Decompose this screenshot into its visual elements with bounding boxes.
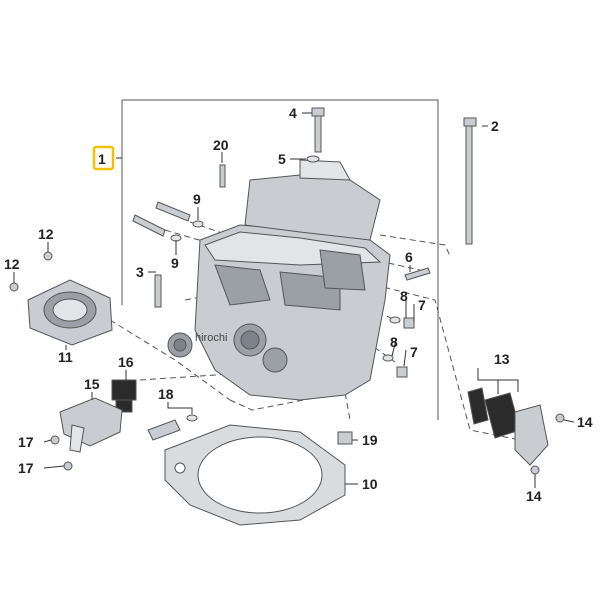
long-bolt-part (463, 117, 477, 245)
callout-label: 11 (58, 349, 73, 365)
callout-label: 20 (213, 137, 229, 153)
intake-flange-part (9, 251, 113, 346)
pin-part (404, 267, 431, 281)
bolt-part (311, 107, 325, 153)
highlight-box (92, 145, 115, 171)
cylinder-head (167, 159, 391, 401)
callout-label: 9 (171, 255, 179, 271)
water-outlet-part (50, 397, 123, 471)
callout-label: 13 (494, 351, 510, 367)
callout-labels: 1 2 4 5 20 9 9 3 6 8 7 8 7 12 12 11 16 1… (4, 105, 593, 504)
callout-label: 19 (362, 432, 378, 448)
callout-label: 2 (491, 118, 499, 134)
callout-label: 8 (390, 334, 398, 350)
washer-part (306, 155, 320, 163)
callout-label: 8 (400, 288, 408, 304)
callout-label: 4 (289, 105, 297, 121)
callout-label: 7 (410, 344, 418, 360)
leader-lines (13, 112, 575, 488)
callout-label: 14 (526, 488, 542, 504)
callout-label: 6 (405, 249, 413, 265)
callout-label: 16 (118, 354, 134, 370)
assembly-frame (116, 99, 439, 420)
watermark: hirochi (195, 332, 227, 344)
callout-label: 9 (193, 191, 201, 207)
callout-label: 14 (577, 414, 593, 430)
sleeve-part (337, 431, 353, 445)
callout-label: 12 (38, 226, 54, 242)
head-gasket-part (164, 424, 346, 526)
side-bolts-part (132, 201, 204, 242)
side-cover-part (467, 387, 565, 475)
callout-label: 3 (136, 264, 144, 280)
callout-label: 10 (362, 476, 378, 492)
callout-label: 17 (18, 460, 34, 476)
callout-label: 15 (84, 376, 100, 392)
sensor-part (147, 414, 198, 441)
dowel-part (219, 164, 226, 188)
callout-label: 17 (18, 434, 34, 450)
callout-label: 5 (278, 151, 286, 167)
plug-parts (382, 316, 415, 378)
callout-label: 12 (4, 256, 20, 272)
callout-label: 18 (158, 386, 174, 402)
short-bolt-part (154, 274, 162, 308)
callout-label: 7 (418, 297, 426, 313)
callout-label: 1 (98, 151, 106, 167)
